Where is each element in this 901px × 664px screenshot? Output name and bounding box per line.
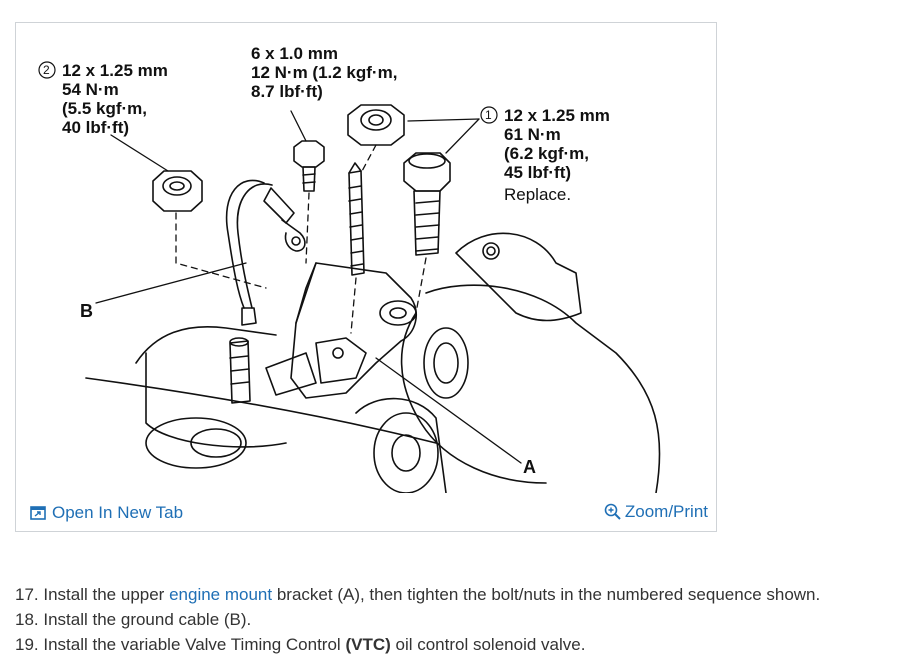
callout-top-line-2: 12 N·m (1.2 kgf·m, bbox=[251, 63, 397, 82]
open-in-new-tab-label: Open In New Tab bbox=[52, 503, 184, 522]
engine-mount-link[interactable]: engine mount bbox=[169, 585, 273, 604]
magnifier-plus-icon bbox=[604, 503, 621, 520]
callout-2 bbox=[38, 61, 56, 79]
zoom-print-label: Zoom/Print bbox=[624, 502, 708, 521]
leader-lines bbox=[95, 110, 522, 464]
mount-bracket-a-drawing bbox=[265, 262, 417, 399]
small-bolt-drawing bbox=[293, 140, 325, 192]
step-number: 18. bbox=[15, 610, 39, 629]
callout-1-line-4: 45 lbf·ft) bbox=[504, 163, 571, 182]
zoom-print-link[interactable]: Zoom/Print bbox=[604, 502, 708, 522]
step-17: 17. Install the upper engine mount brack… bbox=[15, 582, 820, 607]
figure-card: 2 1 12 x 1.25 mm 54 N·m (5.5 kgf·m, 40 l… bbox=[15, 22, 717, 532]
callout-2-line-3: (5.5 kgf·m, bbox=[62, 99, 147, 118]
callout-1-number: 1 bbox=[485, 108, 492, 122]
step-number: 19. bbox=[15, 635, 39, 654]
nut-2-drawing bbox=[152, 170, 203, 212]
step-text: oil control solenoid valve. bbox=[395, 635, 586, 654]
callout-top-line-3: 8.7 lbf·ft) bbox=[251, 82, 323, 101]
callout-1-circle bbox=[480, 106, 498, 124]
callout-top-line-1: 6 x 1.0 mm bbox=[251, 44, 338, 63]
callout-2-line-4: 40 lbf·ft) bbox=[62, 118, 129, 137]
step-19: 19. Install the variable Valve Timing Co… bbox=[15, 632, 820, 657]
vtc-abbreviation: (VTC) bbox=[345, 635, 391, 654]
open-in-new-tab-link[interactable]: Open In New Tab bbox=[30, 503, 183, 523]
callout-1-line-2: 61 N·m bbox=[504, 125, 561, 144]
engine-mount-diagram: 2 1 12 x 1.25 mm 54 N·m (5.5 kgf·m, 40 l… bbox=[38, 44, 661, 493]
mount-stud-drawing bbox=[348, 162, 365, 276]
callout-2-line-2: 54 N·m bbox=[62, 80, 119, 99]
callout-2-number: 2 bbox=[43, 63, 50, 77]
step-text: Install the variable Valve Timing Contro… bbox=[43, 635, 341, 654]
ground-cable-b-drawing bbox=[225, 179, 306, 326]
step-text: Install the upper bbox=[43, 585, 165, 604]
procedure-steps: 17. Install the upper engine mount brack… bbox=[15, 582, 820, 657]
left-stud-drawing bbox=[229, 337, 251, 404]
callout-1-line-5: Replace. bbox=[504, 185, 571, 204]
step-number: 17. bbox=[15, 585, 39, 604]
nut-1-drawing bbox=[347, 104, 405, 146]
label-b: B bbox=[80, 301, 93, 321]
step-text: bracket (A), then tighten the bolt/nuts … bbox=[276, 585, 821, 604]
engine-housing-drawing bbox=[85, 232, 661, 493]
step-18: 18. Install the ground cable (B). bbox=[15, 607, 820, 632]
step-text: Install the ground cable (B). bbox=[43, 610, 252, 629]
open-in-new-tab-icon bbox=[30, 506, 46, 520]
callout-1-line-3: (6.2 kgf·m, bbox=[504, 144, 589, 163]
bolt-1-drawing bbox=[403, 152, 451, 256]
figure-footer: Open In New Tab Zoom/Print bbox=[16, 493, 716, 531]
callout-2-line-1: 12 x 1.25 mm bbox=[62, 61, 168, 80]
callout-1-line-1: 12 x 1.25 mm bbox=[504, 106, 610, 125]
label-a: A bbox=[523, 457, 536, 477]
